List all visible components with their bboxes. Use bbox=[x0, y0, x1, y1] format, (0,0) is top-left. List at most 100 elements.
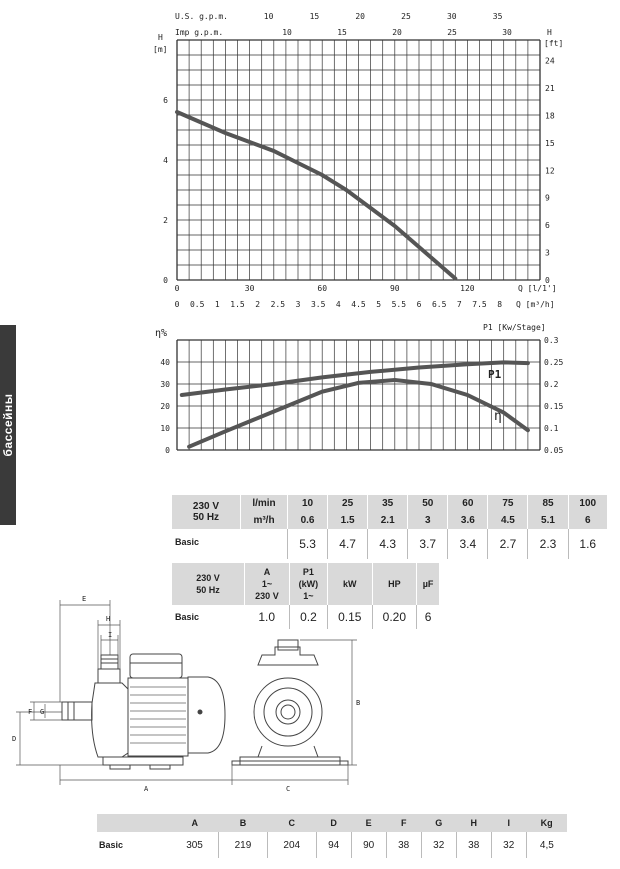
bottom2-tick: 4 bbox=[336, 300, 341, 309]
perf-m3h-6: 5.1 bbox=[527, 512, 569, 529]
perf-m3h-7: 6 bbox=[568, 512, 607, 529]
bottom2-tick: 5 bbox=[376, 300, 381, 309]
bottom2-tick: 3.5 bbox=[311, 300, 326, 309]
dim-header-h: H bbox=[456, 814, 492, 832]
elec-header-uf: µF bbox=[416, 563, 439, 605]
dim-val-a: 305 bbox=[171, 832, 220, 858]
top1-tick: 25 bbox=[401, 12, 411, 21]
elec-val-hp: 0.20 bbox=[372, 605, 418, 629]
dim-label-b: B bbox=[356, 699, 360, 707]
bottom2-tick: 2 bbox=[255, 300, 260, 309]
bottom1-tick: 0 bbox=[175, 284, 180, 293]
top2-tick: 10 bbox=[282, 28, 292, 37]
top2-tick: 15 bbox=[337, 28, 347, 37]
right-tick: 0.15 bbox=[544, 402, 563, 411]
top2-tick: 20 bbox=[392, 28, 402, 37]
pump-side-view bbox=[61, 653, 226, 770]
perf-lmin-1: 25 bbox=[327, 495, 369, 512]
elec-header-hp: HP bbox=[372, 563, 418, 605]
perf-m3h-2: 2.1 bbox=[367, 512, 409, 529]
elec-header-kw: kW bbox=[327, 563, 373, 605]
top1-tick: 10 bbox=[264, 12, 274, 21]
perf-m3h-0: 0.6 bbox=[287, 512, 329, 529]
motor-fan-cover bbox=[187, 676, 226, 754]
dim-label-c: C bbox=[286, 785, 290, 793]
motor-body bbox=[127, 677, 189, 757]
perf-voltage: 230 V bbox=[192, 501, 220, 512]
elec-row-label: Basic bbox=[175, 612, 200, 622]
right-tick: 0.1 bbox=[544, 424, 559, 433]
electrical-table: 230 V 50 Hz A 1~ 230 V P1 (kW) 1~ kW HP … bbox=[172, 563, 439, 629]
top2-tick: 30 bbox=[502, 28, 512, 37]
perf-m3h-5: 4.5 bbox=[487, 512, 529, 529]
bottom2-tick: 7 bbox=[457, 300, 462, 309]
right-tick: 0.05 bbox=[544, 446, 563, 455]
perf-m3h-4: 3.6 bbox=[447, 512, 489, 529]
performance-table: 230 V 50 Hz l/min 10 25 35 50 60 75 85 1… bbox=[172, 495, 607, 559]
left-tick: 4 bbox=[163, 156, 168, 165]
elec-val-p1: 0.2 bbox=[289, 605, 328, 629]
dimension-lines bbox=[16, 600, 357, 785]
dim-header-g: G bbox=[421, 814, 457, 832]
pump-housing bbox=[91, 682, 129, 758]
efficiency-curve bbox=[187, 377, 530, 449]
pump-dimension-drawing: A B C D E F G H I bbox=[12, 595, 360, 793]
pump-front-view bbox=[231, 639, 349, 766]
right-tick: 6 bbox=[545, 221, 550, 230]
left-axis-unit: [m] bbox=[153, 45, 167, 54]
bottom2-tick: 2.5 bbox=[271, 300, 286, 309]
bottom2-tick: 1.5 bbox=[230, 300, 245, 309]
perf-blank bbox=[240, 529, 288, 559]
power-curve bbox=[179, 360, 530, 397]
dim-val-f: 38 bbox=[386, 832, 422, 858]
elec-voltage-header: 230 V 50 Hz bbox=[172, 563, 245, 605]
perf-lmin-5: 75 bbox=[487, 495, 529, 512]
bottom1-tick: 120 bbox=[460, 284, 475, 293]
dim-label-i: I bbox=[108, 631, 112, 639]
dim-label-e: E bbox=[82, 595, 86, 603]
left-tick: 0 bbox=[165, 446, 170, 455]
right-axis-unit: [ft] bbox=[544, 39, 563, 48]
dim-label-h: H bbox=[106, 615, 110, 623]
dim-val-i: 32 bbox=[491, 832, 527, 858]
elec-val-a: 1.0 bbox=[244, 605, 290, 629]
discharge-neck bbox=[97, 668, 121, 684]
perf-freq: 50 Hz bbox=[192, 512, 220, 523]
right-tick: 3 bbox=[545, 249, 550, 258]
perf-unit-m3h: m³/h bbox=[240, 512, 288, 529]
perf-m3h-1: 1.5 bbox=[327, 512, 369, 529]
dim-header-kg: Kg bbox=[526, 814, 567, 832]
suction-port bbox=[61, 701, 93, 721]
dim-row-label: Basic bbox=[99, 840, 124, 850]
bottom2-tick: 5.5 bbox=[392, 300, 407, 309]
perf-head-7: 1.6 bbox=[579, 537, 597, 551]
left-tick: 20 bbox=[160, 402, 170, 411]
bottom1-tick: 60 bbox=[317, 284, 327, 293]
power-series-label: P1 bbox=[488, 368, 502, 381]
elec-val-uf: 6 bbox=[424, 610, 432, 624]
dim-header-i: I bbox=[491, 814, 527, 832]
front-inlet bbox=[275, 699, 301, 725]
dim-header-blank bbox=[97, 814, 171, 832]
side-tab-label: бассейны bbox=[1, 393, 15, 457]
perf-head-2: 4.3 bbox=[367, 529, 409, 559]
elec-val-kw: 0.15 bbox=[327, 605, 373, 629]
bottom2-tick: 0.5 bbox=[190, 300, 205, 309]
left-tick: 2 bbox=[163, 216, 168, 225]
bottom1-tick: 30 bbox=[245, 284, 255, 293]
elec-header-a: A 1~ 230 V bbox=[244, 563, 290, 605]
dim-val-kg: 4,5 bbox=[539, 839, 554, 851]
perf-lmin-7: 100 bbox=[568, 495, 607, 512]
dim-val-c: 204 bbox=[267, 832, 317, 858]
dim-val-b: 219 bbox=[218, 832, 268, 858]
left-tick: 0 bbox=[163, 276, 168, 285]
perf-lmin-4: 60 bbox=[447, 495, 489, 512]
bottom1-tick: 90 bbox=[390, 284, 400, 293]
perf-head-0: 5.3 bbox=[287, 529, 329, 559]
elec-voltage: 230 V bbox=[196, 573, 220, 583]
bottom2-tick: 6 bbox=[417, 300, 422, 309]
